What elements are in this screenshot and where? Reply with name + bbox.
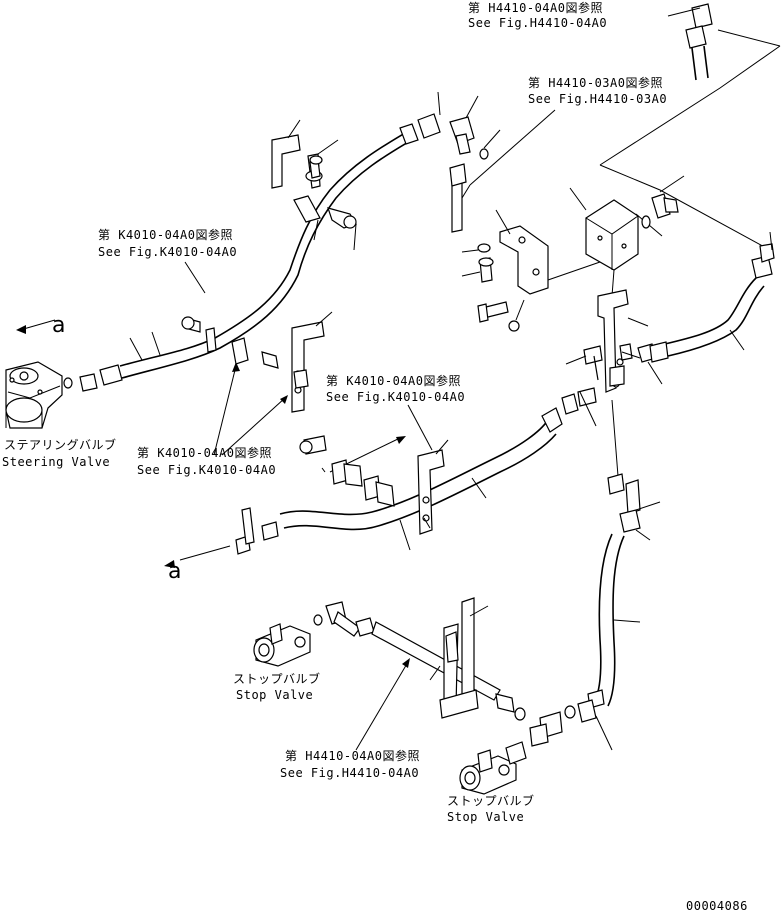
bracket-upper-center	[461, 209, 601, 295]
lower-right-hose	[529, 473, 661, 751]
bracket-left-middle	[291, 311, 333, 413]
stop-valve-2	[459, 741, 527, 795]
reference-arrow-heads	[16, 325, 410, 668]
stop-valve-2-label-en: Stop Valve	[447, 810, 524, 824]
steering-valve	[5, 361, 63, 429]
reference-leader-lines	[19, 29, 781, 751]
ref-h441003-en: See Fig.H4410-03A0	[528, 92, 667, 106]
ref-h441004-top-en: See Fig.H4410-04A0	[468, 16, 607, 30]
stop-valve-2-label-jp: ストップバルブ	[447, 793, 535, 808]
ref-k401004-a-jp: 第 K4010-04A0図参照	[98, 227, 233, 242]
bolt-right-bracket	[565, 345, 603, 381]
ref-k401004-c-en: See Fig.K4010-04A0	[137, 463, 276, 477]
stop-valve-1-pipe	[355, 597, 526, 721]
lower-hydraulic-hose	[235, 387, 597, 555]
bracket-right-vertical	[597, 289, 649, 477]
upper-hose-clamps	[181, 119, 357, 369]
upper-hydraulic-hose	[63, 91, 501, 392]
bolt-upper-left	[309, 155, 323, 179]
right-hose	[635, 175, 775, 385]
bolt-center-left	[477, 299, 525, 332]
ref-h441004-top-jp: 第 H4410-04A0図参照	[468, 0, 603, 15]
drawing-number: 00004086	[686, 899, 748, 913]
lower-hose-clamps	[299, 435, 449, 535]
top-right-hose	[667, 3, 713, 81]
ref-h441004-bottom-en: See Fig.H4410-04A0	[280, 766, 419, 780]
hose-stub-center	[449, 163, 467, 233]
stop-valve-1-label-en: Stop Valve	[236, 688, 313, 702]
stop-valve-1-label-jp: ストップバルブ	[233, 671, 321, 686]
ref-k401004-c-jp: 第 K4010-04A0図参照	[137, 445, 272, 460]
connection-marker-a-top: a	[52, 313, 65, 338]
ref-k401004-b-en: See Fig.K4010-04A0	[326, 390, 465, 404]
junction-block	[569, 187, 639, 297]
stop-valve-1	[253, 601, 361, 667]
ref-k401004-a-en: See Fig.K4010-04A0	[98, 245, 237, 259]
steering-valve-label-jp: ステアリングバルブ	[4, 437, 117, 452]
steering-valve-label-en: Steering Valve	[2, 455, 110, 469]
ref-h441004-bottom-jp: 第 H4410-04A0図参照	[285, 748, 420, 763]
ref-k401004-b-jp: 第 K4010-04A0図参照	[326, 373, 461, 388]
ref-h441003-jp: 第 H4410-03A0図参照	[528, 75, 663, 90]
